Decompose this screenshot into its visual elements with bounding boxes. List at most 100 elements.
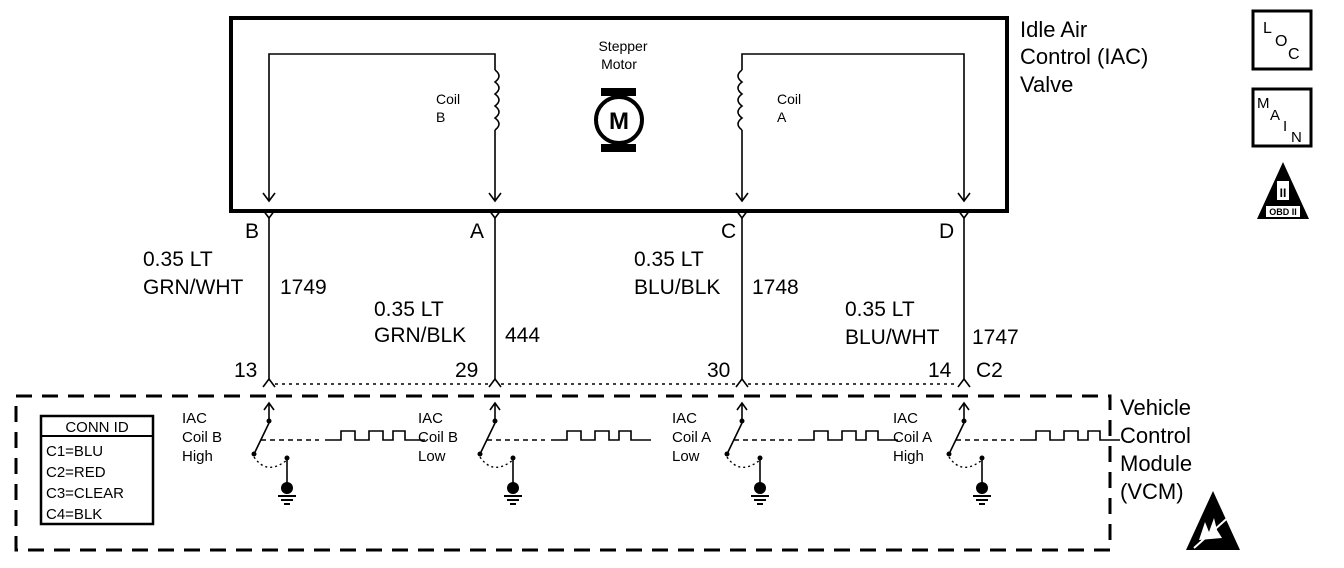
harness-wires	[268, 218, 965, 380]
coil-b-label-line1: Coil	[436, 91, 460, 107]
obd-symbol: II	[1280, 186, 1287, 200]
driver-3-line1: IAC	[672, 410, 697, 427]
driver-1-line2: Coil B	[182, 429, 222, 446]
driver-2-arrow	[489, 401, 501, 411]
driver-2-switch-pivot	[477, 451, 483, 457]
driver-3-pulse-waveform	[798, 430, 898, 441]
driver-4-arrow	[958, 401, 970, 411]
wire-4-gauge: 0.35 LT	[845, 298, 915, 321]
motor-label-line2: Motor	[601, 56, 637, 72]
driver-1-switch-pivot	[251, 451, 257, 457]
coil-a-winding	[737, 69, 744, 131]
driver-3-ground-dot	[754, 482, 766, 494]
loc-letter-o: O	[1275, 33, 1287, 50]
driver-3-switch-pivot	[724, 451, 730, 457]
obd-caption: OBD II	[1269, 207, 1297, 217]
coil-a-upper-lead	[741, 53, 965, 200]
driver-1-contact-top	[266, 418, 272, 424]
coil-a-label-line1: Coil	[777, 91, 801, 107]
vcm-pin-30: 30	[707, 359, 730, 382]
motor-symbol: M	[609, 108, 629, 135]
driver-2-line2: Coil B	[418, 429, 458, 446]
driver-4-pulse-waveform	[1020, 430, 1120, 441]
driver-3-line2: Coil A	[672, 429, 711, 446]
main-letter-a: A	[1270, 107, 1280, 124]
driver-2-line3: Low	[418, 448, 446, 465]
driver-1-ground-dot	[281, 482, 293, 494]
wire-4-circuit: 1747	[972, 326, 1019, 349]
loc-letter-c: C	[1288, 46, 1300, 63]
driver-1-line1: IAC	[182, 410, 207, 427]
vcm-pin-29: 29	[455, 359, 478, 382]
esd-warning-icon	[1186, 491, 1240, 550]
driver-4-line1: IAC	[893, 410, 918, 427]
stepper-motor-icon: M	[594, 88, 644, 152]
main-letter-n: N	[1291, 129, 1302, 146]
conn-id-row-1: C1=BLU	[46, 443, 103, 460]
main-letter-m: M	[1257, 95, 1270, 112]
driver-4-switch-blade	[949, 422, 965, 453]
conn-id-title: CONN ID	[65, 419, 129, 436]
driver-1-arrow	[263, 401, 275, 411]
driver-3-switch-blade	[727, 422, 743, 453]
wire-2-gauge: 0.35 LT	[374, 298, 444, 321]
driver-circuits	[251, 401, 1120, 505]
wire-1-color: GRN/WHT	[143, 276, 243, 299]
driver-4-contact-top	[961, 418, 967, 424]
driver-2-ground-dot	[507, 482, 519, 494]
wire-2-circuit: 444	[505, 324, 540, 347]
vcm-pin-forks	[262, 377, 971, 388]
iac-valve-housing	[229, 16, 1009, 213]
conn-id-row-3: C3=CLEAR	[46, 485, 124, 502]
coil-b-label-line2: B	[436, 109, 445, 125]
main-letter-i: I	[1283, 118, 1287, 135]
pin-label-c: C	[721, 220, 736, 243]
component-title-line2: Control (IAC)	[1020, 44, 1148, 69]
driver-2-switch-blade	[480, 422, 496, 453]
wire-4-color: BLU/WHT	[845, 326, 940, 349]
pin-label-a: A	[470, 220, 484, 243]
pin-label-d: D	[939, 220, 954, 243]
loc-badge: L O C	[1251, 9, 1313, 71]
vcm-pin-14: 14	[928, 359, 952, 382]
conn-id-row-4: C4=BLK	[46, 506, 102, 523]
main-badge: M A I N	[1251, 87, 1313, 148]
component-title-line1: Idle Air	[1020, 17, 1087, 42]
module-title-line1: Vehicle	[1120, 395, 1191, 420]
coil-b-winding	[493, 69, 500, 131]
driver-1-pulse-waveform	[325, 430, 425, 441]
driver-4-ground-dot	[976, 482, 988, 494]
driver-1-switch-blade	[254, 422, 270, 453]
driver-3-arrow	[736, 401, 748, 411]
driver-2-pulse-waveform	[551, 430, 651, 441]
driver-4-line2: Coil A	[893, 429, 932, 446]
wire-3-color: BLU/BLK	[634, 276, 720, 299]
driver-3-dotted-arc	[726, 456, 761, 468]
wire-2-color: GRN/BLK	[374, 324, 466, 347]
driver-4-line3: High	[893, 448, 924, 465]
module-title-line3: Module	[1120, 451, 1192, 476]
wire-1-gauge: 0.35 LT	[143, 248, 213, 271]
driver-1-dotted-arc	[253, 456, 288, 468]
pin-label-b: B	[245, 220, 259, 243]
driver-3-line3: Low	[672, 448, 700, 465]
conn-id-table: CONN ID C1=BLU C2=RED C3=CLEAR C4=BLK	[39, 414, 155, 526]
driver-2-contact-top	[492, 418, 498, 424]
motor-label-line1: Stepper	[598, 38, 647, 54]
module-title-line4: (VCM)	[1120, 479, 1184, 504]
wire-3-gauge: 0.35 LT	[634, 248, 704, 271]
wire-3-circuit: 1748	[752, 276, 799, 299]
driver-3-contact-top	[739, 418, 745, 424]
pin-arrow-heads	[262, 192, 971, 203]
driver-2-dotted-arc	[479, 456, 514, 468]
coil-b-upper-lead	[268, 53, 496, 200]
vcm-module-box	[14, 394, 1112, 552]
conn-id-row-2: C2=RED	[46, 464, 106, 481]
coil-a-label-line2: A	[777, 109, 787, 125]
driver-1-line3: High	[182, 448, 213, 465]
module-title-line2: Control	[1120, 423, 1191, 448]
component-title-line3: Valve	[1020, 72, 1073, 97]
vcm-connector-label: C2	[976, 359, 1003, 382]
obd-ii-badge: II OBD II	[1257, 162, 1309, 219]
